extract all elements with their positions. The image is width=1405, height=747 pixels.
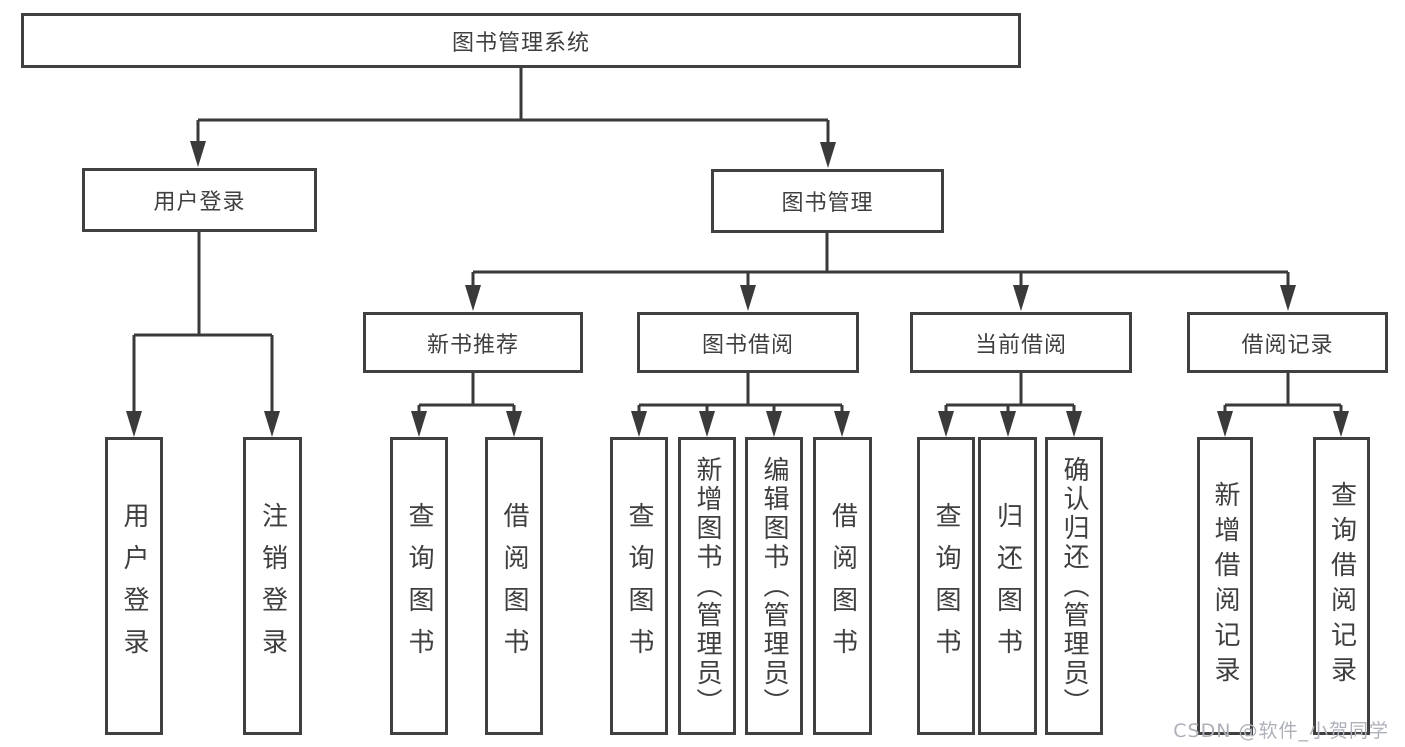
leaf-query-books-2: 查询图书 [610, 437, 668, 735]
node-label: 查询借阅记录 [1326, 481, 1357, 691]
leaf-return-book: 归还图书 [978, 437, 1037, 735]
node-label: 确认归还（管理员） [1059, 455, 1089, 717]
node-label: 注销登录 [257, 502, 288, 670]
leaf-query-books-3: 查询图书 [917, 437, 975, 735]
node-label: 借阅图书 [827, 502, 858, 670]
node-label: 借阅图书 [499, 502, 529, 670]
leaf-borrow-books-2: 借阅图书 [813, 437, 872, 735]
node-library-system: 图书管理系统 [21, 13, 1021, 68]
leaf-edit-book-admin: 编辑图书（管理员） [745, 437, 803, 735]
leaf-add-borrow-record: 新增借阅记录 [1197, 437, 1253, 735]
node-label: 查询图书 [931, 502, 961, 670]
node-label: 新增图书（管理员） [692, 455, 722, 717]
leaf-borrow-books-1: 借阅图书 [485, 437, 543, 735]
leaf-query-books-1: 查询图书 [390, 437, 448, 735]
node-borrow-records: 借阅记录 [1187, 312, 1388, 373]
leaf-confirm-return-admin: 确认归还（管理员） [1045, 437, 1103, 735]
node-label: 归还图书 [992, 502, 1023, 670]
node-label: 图书借阅 [701, 332, 794, 358]
node-label: 查询图书 [624, 502, 654, 670]
node-label: 新增借阅记录 [1210, 481, 1240, 691]
node-label: 编辑图书（管理员） [759, 455, 789, 717]
node-new-book-recommend: 新书推荐 [363, 312, 583, 373]
leaf-user-login: 用户登录 [105, 437, 163, 735]
node-label: 借阅记录 [1241, 332, 1334, 358]
leaf-logout: 注销登录 [243, 437, 302, 735]
node-book-borrow: 图书借阅 [637, 312, 859, 373]
node-label: 查询图书 [404, 502, 434, 670]
node-user-login: 用户登录 [82, 168, 317, 232]
node-label: 新书推荐 [426, 332, 519, 358]
leaf-query-borrow-record: 查询借阅记录 [1313, 437, 1370, 735]
node-label: 图书管理系统 [451, 30, 590, 56]
leaf-add-book-admin: 新增图书（管理员） [678, 437, 736, 735]
node-label: 用户登录 [153, 190, 246, 215]
node-label: 图书管理 [781, 191, 874, 216]
node-current-borrow: 当前借阅 [910, 312, 1132, 373]
node-label: 当前借阅 [974, 332, 1067, 358]
node-book-management: 图书管理 [711, 169, 944, 233]
csdn-watermark: CSDN @软件_小贺同学 [1173, 720, 1389, 742]
node-label: 用户登录 [119, 502, 149, 670]
